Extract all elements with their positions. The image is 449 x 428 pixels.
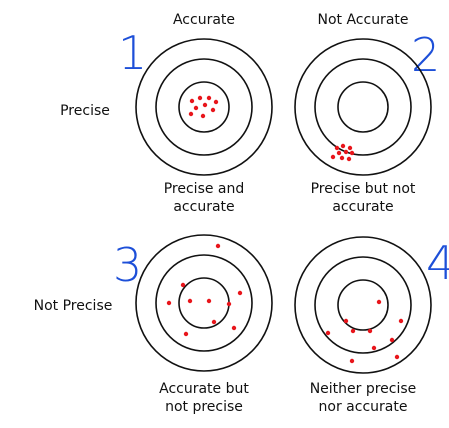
target-3-outer-ring <box>135 234 273 372</box>
target-1-hit <box>188 111 194 117</box>
header-precise: Precise <box>60 103 110 119</box>
target-1-hit <box>210 107 216 113</box>
target-2 <box>294 38 432 176</box>
target-4-hit <box>389 337 395 343</box>
target-4-inner-ring <box>337 279 389 331</box>
target-3 <box>135 234 273 372</box>
caption-4-line-2: nor accurate <box>318 399 408 415</box>
target-1-hit <box>189 98 195 104</box>
target-4-hit <box>367 328 373 334</box>
target-4-outer-ring <box>294 236 432 374</box>
target-1-hit <box>197 95 203 101</box>
target-2-middle-ring <box>314 58 412 156</box>
target-3-hit <box>166 300 172 306</box>
header-not-accurate: Not Accurate <box>317 12 409 28</box>
target-3-hit <box>226 301 232 307</box>
caption-1: Precise and accurate <box>129 180 279 216</box>
target-1 <box>135 38 273 176</box>
target-2-hit <box>336 150 342 156</box>
caption-3-line-1: Accurate but <box>159 381 249 397</box>
target-3-hit <box>183 331 189 337</box>
target-3-hit <box>231 325 237 331</box>
caption-4: Neither precise nor accurate <box>288 380 438 416</box>
target-4-hit <box>350 328 356 334</box>
target-3-hit <box>187 298 193 304</box>
target-1-hit <box>200 113 206 119</box>
target-2-hit <box>334 145 340 151</box>
target-4-hit <box>371 345 377 351</box>
target-2-hit <box>330 154 336 160</box>
target-2-hit <box>343 149 349 155</box>
target-3-hit <box>237 290 243 296</box>
target-4-hit <box>349 358 355 364</box>
caption-2-line-2: accurate <box>332 199 394 215</box>
target-2-inner-ring <box>337 81 389 133</box>
target-4-hit <box>343 318 349 324</box>
target-3-middle-ring <box>155 254 253 352</box>
target-1-inner-ring <box>178 81 230 133</box>
target-2-hit <box>339 155 345 161</box>
target-1-hit <box>193 105 199 111</box>
target-1-hit <box>213 99 219 105</box>
panel-number-2: 2 <box>411 28 441 82</box>
target-2-hit <box>349 150 355 156</box>
target-4-hit <box>376 299 382 305</box>
panel-number-1: 1 <box>118 26 148 80</box>
target-2-hit <box>347 145 353 151</box>
header-accurate: Accurate <box>172 12 236 28</box>
caption-2: Precise but not accurate <box>288 180 438 216</box>
caption-1-line-1: Precise and <box>163 181 245 197</box>
target-4-hit <box>394 354 400 360</box>
caption-4-line-1: Neither precise <box>309 381 417 397</box>
target-2-outer-ring <box>294 38 432 176</box>
target-4-hit <box>398 318 404 324</box>
target-3-hit <box>206 298 212 304</box>
target-4 <box>294 236 432 374</box>
panel-number-4: 4 <box>426 236 449 290</box>
header-not-precise: Not Precise <box>33 298 113 314</box>
target-3-hit <box>215 243 221 249</box>
target-1-hit <box>206 95 212 101</box>
target-4-hit <box>325 330 331 336</box>
target-3-inner-ring <box>178 277 230 329</box>
target-4-middle-ring <box>314 256 412 354</box>
caption-3-line-2: not precise <box>165 399 243 415</box>
caption-1-line-2: accurate <box>173 199 235 215</box>
target-2-hit <box>340 143 346 149</box>
panel-number-3: 3 <box>113 238 143 292</box>
target-1-outer-ring <box>135 38 273 176</box>
target-3-hit <box>180 282 186 288</box>
target-3-hit <box>211 319 217 325</box>
target-2-hit <box>346 156 352 162</box>
target-1-middle-ring <box>155 58 253 156</box>
caption-3: Accurate but not precise <box>129 380 279 416</box>
target-1-hit <box>202 102 208 108</box>
caption-2-line-1: Precise but not <box>310 181 416 197</box>
